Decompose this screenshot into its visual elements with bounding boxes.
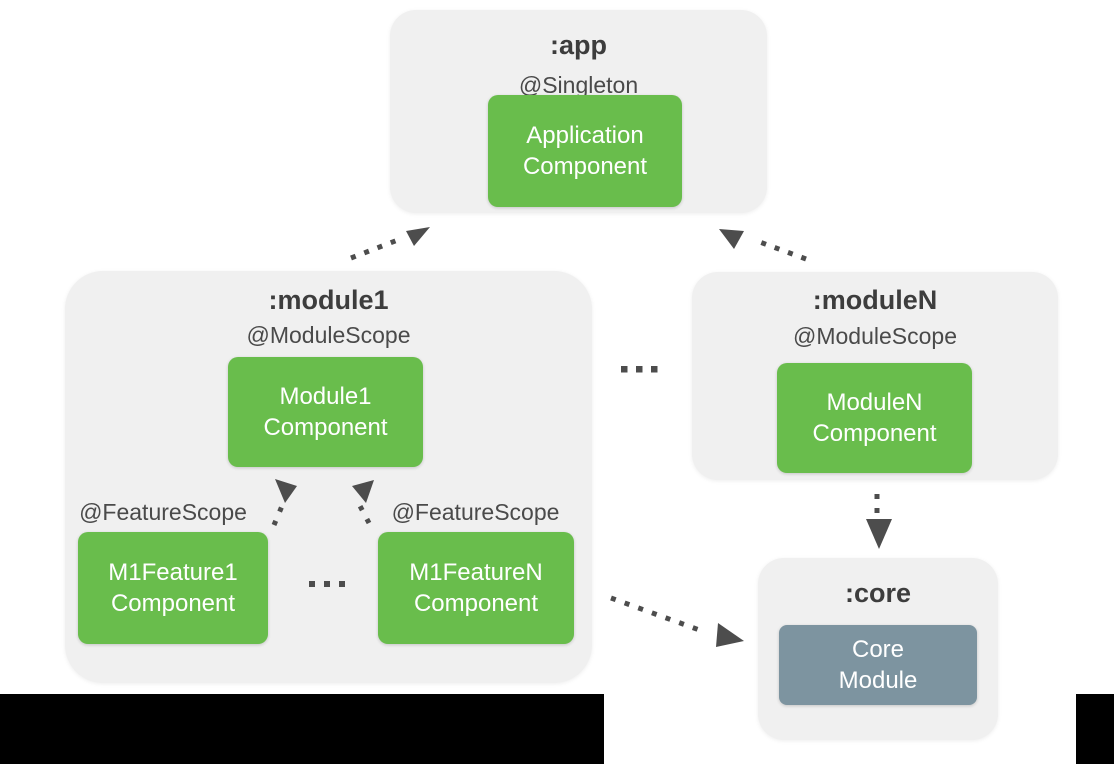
component-label: M1Feature1	[108, 559, 238, 586]
node-application-component: Application Component	[488, 95, 682, 207]
arrow-moduleN-to-core	[866, 494, 892, 549]
letterbox-bottom-left	[0, 694, 604, 764]
node-m1feature1-component: M1Feature1 Component	[78, 532, 268, 644]
component-label: Module1	[279, 383, 372, 410]
component-label: Component	[110, 590, 236, 617]
component-label: Core	[851, 636, 905, 663]
group-moduleN: :moduleN @ModuleScope ModuleN Component	[692, 272, 1058, 480]
group-app-title: :app	[550, 30, 607, 60]
group-module1: :module1 @ModuleScope Module1 Component …	[65, 271, 592, 683]
arrow-moduleN-to-app	[719, 229, 807, 262]
component-label: Application	[526, 122, 644, 149]
group-moduleN-title: :moduleN	[812, 285, 938, 315]
node-moduleN-component: ModuleN Component	[777, 363, 972, 473]
component-label: Component	[522, 153, 648, 180]
ellipsis-between-modules	[621, 366, 658, 373]
node-module1-component: Module1 Component	[228, 357, 423, 467]
component-label: Component	[812, 420, 937, 447]
group-module1-title: :module1	[268, 285, 389, 315]
component-label: Module	[838, 667, 918, 694]
node-m1featureN-component: M1FeatureN Component	[378, 532, 574, 644]
group-app-scope-label: @Singleton	[518, 72, 639, 98]
letterbox-bottom-right	[1076, 694, 1114, 764]
group-module1-scope-label: @ModuleScope	[246, 322, 411, 348]
arrow-module1-to-core	[610, 595, 744, 647]
component-label: Component	[413, 590, 539, 617]
group-moduleN-scope-label: @ModuleScope	[793, 323, 957, 349]
arrow-module1-to-app	[350, 227, 430, 261]
node-core-module: Core Module	[779, 625, 977, 705]
component-label: Component	[263, 414, 388, 441]
group-app: :app @Singleton Application Component	[390, 10, 767, 213]
group-core-title: :core	[844, 578, 912, 608]
group-core: :core Core Module	[758, 558, 998, 740]
component-label: ModuleN	[826, 389, 923, 416]
featureN-scope-label: @FeatureScope	[391, 499, 560, 525]
component-label: M1FeatureN	[409, 559, 543, 586]
feature1-scope-label: @FeatureScope	[79, 499, 247, 525]
